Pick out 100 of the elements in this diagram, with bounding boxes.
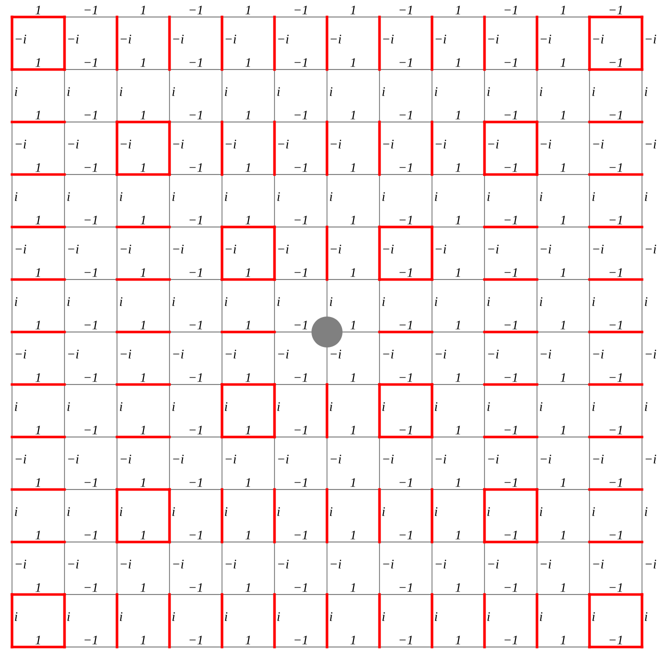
cell-label: −1 <box>84 530 97 540</box>
cell-label: −1 <box>84 373 97 382</box>
cell-label: 1 <box>245 6 250 14</box>
cell-label: −i <box>16 244 26 254</box>
cell-label: i <box>67 297 70 306</box>
cell-label: i <box>277 297 280 306</box>
cell-label: −1 <box>190 58 202 67</box>
cell-label: i <box>172 297 175 306</box>
cell-label: −i <box>226 140 236 148</box>
cell-label: 1 <box>455 530 460 540</box>
cell-label: −i <box>120 34 132 44</box>
cell-label: i <box>277 507 280 516</box>
cell-label: i <box>330 87 332 96</box>
cell-label: −1 <box>294 163 307 172</box>
cell-label: −i <box>488 34 499 44</box>
cell-label: −i <box>593 34 604 44</box>
cell-label: −i <box>436 140 446 148</box>
cell-label: −i <box>593 560 604 568</box>
cell-label: i <box>224 297 228 306</box>
cell-label: 1 <box>140 163 146 172</box>
cell-label: −1 <box>84 268 97 277</box>
cell-label: −i <box>540 34 552 44</box>
cell-label: −1 <box>294 583 307 592</box>
cell-label: 1 <box>245 583 250 592</box>
cell-label: 1 <box>35 110 40 120</box>
cell-label: i <box>277 192 280 201</box>
cell-label: 1 <box>560 530 566 540</box>
cell-label: −1 <box>294 530 307 540</box>
cell-label: −1 <box>294 58 307 67</box>
cell-label: i <box>224 87 228 96</box>
cell-label: −1 <box>190 110 202 120</box>
cell-label: i <box>172 87 175 96</box>
cell-label: 1 <box>245 530 250 540</box>
cell-label: −1 <box>504 373 517 382</box>
cell-label: 1 <box>245 636 250 644</box>
cell-label: i <box>382 192 385 201</box>
cell-label: 1 <box>350 58 356 67</box>
cell-label: i <box>592 87 595 96</box>
cell-label: i <box>487 507 490 516</box>
cell-label: −i <box>120 560 132 568</box>
cell-label: −1 <box>294 320 307 330</box>
cell-label: i <box>172 612 175 621</box>
cell-label: −i <box>173 244 184 254</box>
cell-label: −i <box>278 140 289 148</box>
cell-label: 1 <box>455 163 460 172</box>
cell-label: −1 <box>84 163 97 172</box>
cell-label: −1 <box>400 426 412 434</box>
cell-label: −i <box>16 560 26 568</box>
cell-label: −1 <box>294 268 307 277</box>
cell-label: i <box>382 507 385 516</box>
cell-label: i <box>592 402 595 411</box>
cell-label: 1 <box>455 268 460 277</box>
cell-label: −i <box>330 140 342 148</box>
cell-label: −1 <box>84 216 97 224</box>
cell-label: −1 <box>400 478 412 487</box>
cell-label: i <box>224 507 228 516</box>
cell-label: i <box>330 612 332 621</box>
cell-label: i <box>487 297 490 306</box>
cell-label: i <box>14 192 18 201</box>
cell-label: −i <box>593 350 604 358</box>
cell-label: −i <box>16 350 26 358</box>
cell-label: −i <box>226 244 236 254</box>
cell-label: −i <box>226 560 236 568</box>
cell-label: 1 <box>350 426 356 434</box>
cell-label: −i <box>488 454 499 464</box>
cell-label: −i <box>278 560 289 568</box>
cell-label: 1 <box>560 583 566 592</box>
cell-label: 1 <box>140 6 146 14</box>
cell-label: −1 <box>84 320 97 330</box>
cell-label: −1 <box>190 636 202 644</box>
cell-label: 1 <box>350 268 356 277</box>
cell-label: −1 <box>294 636 307 644</box>
cell-label: −1 <box>294 426 307 434</box>
cell-label: 1 <box>455 6 460 14</box>
cell-label: i <box>644 192 648 201</box>
cell-label: i <box>120 192 122 201</box>
cell-label: −1 <box>610 110 622 120</box>
cell-label: i <box>277 402 280 411</box>
cell-label: −1 <box>400 58 412 67</box>
cell-label: 1 <box>245 110 250 120</box>
cell-label: i <box>540 402 542 411</box>
cell-label: −i <box>488 350 499 358</box>
cell-label: i <box>540 507 542 516</box>
cell-label: −1 <box>400 320 412 330</box>
cell-label: −1 <box>504 636 517 644</box>
cell-label: −1 <box>190 478 202 487</box>
cell-label: i <box>172 507 175 516</box>
cell-label: −1 <box>400 110 412 120</box>
cell-label: −1 <box>610 636 622 644</box>
cell-label: 1 <box>140 268 146 277</box>
cell-label: i <box>382 402 385 411</box>
cell-label: i <box>277 87 280 96</box>
cell-label: i <box>434 192 438 201</box>
cell-label: −i <box>646 140 656 148</box>
cell-label: 1 <box>140 426 146 434</box>
cell-label: −i <box>540 454 552 464</box>
cell-label: 1 <box>140 478 146 487</box>
cell-label: 1 <box>350 320 356 330</box>
cell-label: i <box>644 507 648 516</box>
cell-label: −i <box>68 140 79 148</box>
